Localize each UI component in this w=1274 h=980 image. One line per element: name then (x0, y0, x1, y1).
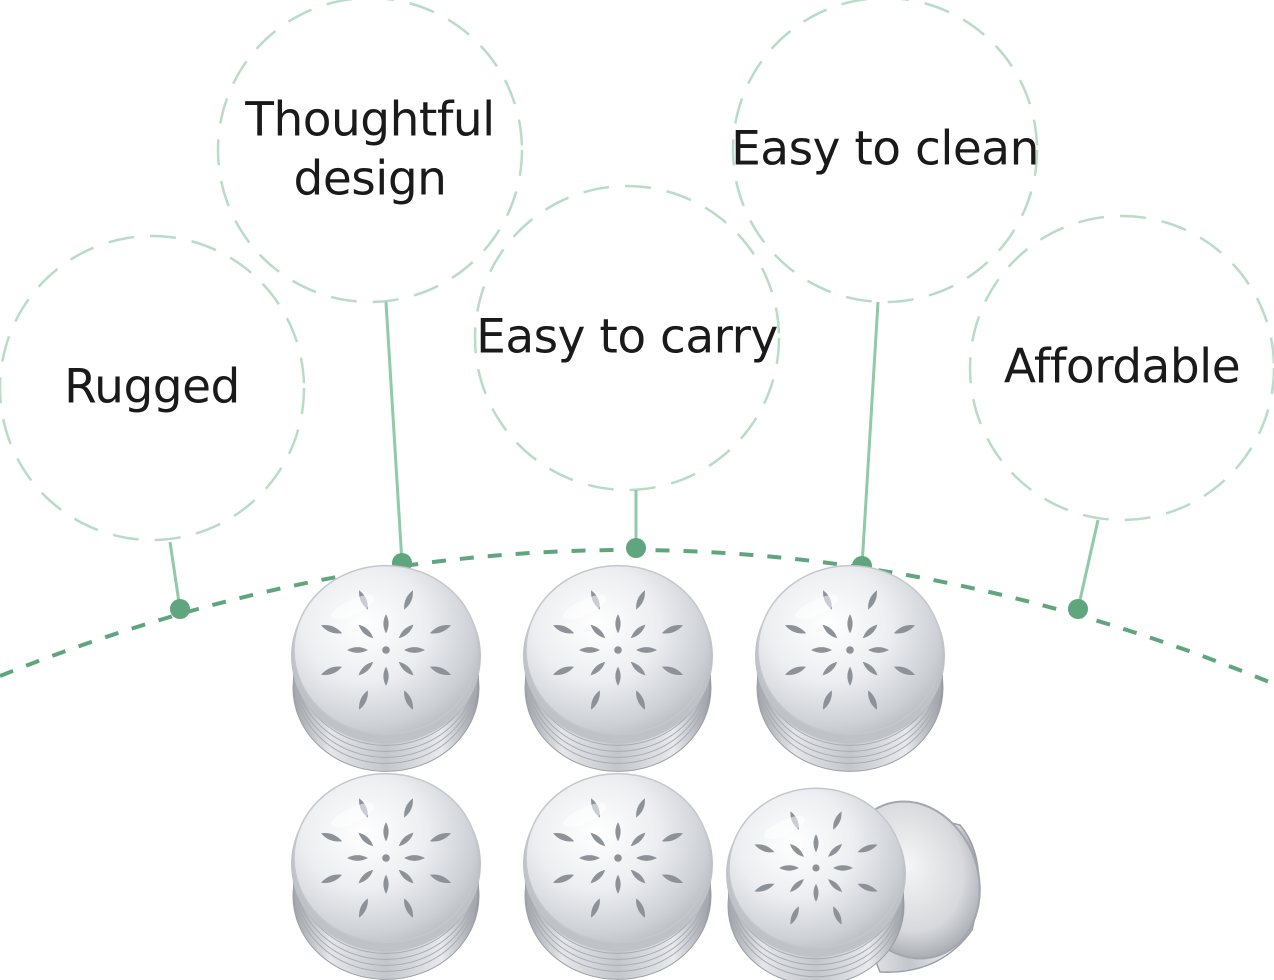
feature-label-line: Rugged (64, 359, 240, 415)
feature-circle-rugged (0, 234, 306, 542)
product-tins (291, 564, 981, 980)
leader-line-easy-to-clean (860, 301, 880, 567)
leader-line-thoughtful-design (384, 301, 404, 564)
feature-dot-easy-to-carry (626, 538, 646, 558)
feature-circle-affordable (968, 214, 1274, 522)
tin-2 (523, 564, 713, 772)
tin-3 (755, 564, 945, 772)
feature-label-easy-to-clean: Easy to clean (731, 121, 1039, 180)
tin-4 (291, 772, 481, 980)
feature-circle-thoughtful-design (216, 0, 524, 304)
feature-label-affordable: Affordable (1003, 339, 1241, 398)
feature-label-line: Thoughtful (245, 92, 495, 148)
feature-label-easy-to-carry: Easy to carry (476, 309, 778, 368)
tin-6 (726, 787, 906, 980)
tin-5 (523, 772, 713, 980)
feature-label-line: Easy to carry (476, 309, 778, 365)
feature-label-line: Easy to clean (731, 121, 1039, 177)
feature-circle-easy-to-carry (473, 184, 781, 492)
feature-circles (0, 0, 1274, 542)
leader-line-rugged (168, 541, 182, 610)
feature-dot-affordable (1068, 599, 1088, 619)
feature-label-line: Affordable (1003, 339, 1241, 395)
feature-label-thoughtful-design: Thoughtful design (245, 91, 495, 209)
tin-1 (291, 564, 481, 772)
feature-leader-lines (168, 301, 1100, 610)
feature-label-rugged: Rugged (64, 359, 240, 418)
leader-line-affordable (1076, 519, 1100, 610)
feature-dot-rugged (170, 599, 190, 619)
feature-circle-easy-to-clean (731, 0, 1039, 304)
feature-label-line: design (293, 151, 447, 206)
